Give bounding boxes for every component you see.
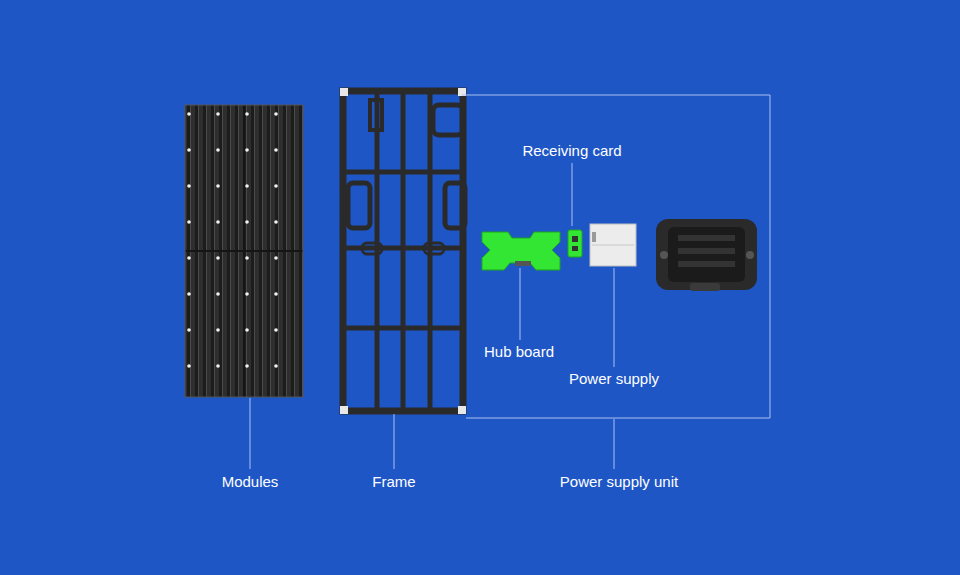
modules-panel — [185, 105, 303, 397]
frame-bar — [401, 95, 406, 407]
module-body — [185, 105, 303, 397]
frame-bar — [375, 95, 380, 407]
receiving-card — [568, 230, 582, 257]
frame-bracket — [370, 100, 382, 130]
psu-connector — [660, 251, 668, 259]
unit-outline — [462, 95, 770, 418]
leader-line — [250, 398, 251, 469]
hub-board — [482, 232, 560, 270]
psu-housing — [656, 219, 757, 290]
psu-ridge — [678, 248, 735, 254]
hub-connector — [515, 261, 531, 266]
psu-seam — [592, 245, 634, 246]
part-label: Modules — [222, 473, 279, 491]
cabinet-frame — [343, 91, 465, 411]
part-label: Power supply — [569, 370, 659, 388]
leader-line — [520, 268, 521, 340]
part-label: Power supply unit — [560, 473, 678, 491]
frame-corners — [340, 88, 466, 414]
part-label: Hub board — [484, 343, 554, 361]
psu-connector — [746, 251, 754, 259]
part-label: Frame — [372, 473, 415, 491]
module-pins — [185, 105, 303, 397]
leader-line — [614, 268, 615, 367]
leader-lines — [250, 163, 614, 469]
frame-corner — [458, 406, 466, 414]
frame-outer — [343, 91, 463, 411]
psu-panel — [668, 227, 745, 282]
power-supply — [590, 224, 636, 266]
frame-handle — [348, 183, 370, 228]
part-label: Receiving card — [522, 142, 621, 160]
frame-handle — [445, 183, 465, 228]
psu-box — [656, 219, 757, 291]
leader-line — [394, 414, 395, 469]
module-edge — [185, 105, 303, 397]
frame-latch — [424, 243, 444, 254]
leader-line — [572, 163, 573, 226]
frame-bar — [347, 170, 459, 175]
frame-corner — [340, 406, 348, 414]
card-chip — [572, 236, 578, 242]
psu-foot — [690, 283, 720, 291]
module-seam — [185, 250, 303, 252]
frame-latch — [362, 243, 382, 254]
frame-bar — [347, 326, 459, 331]
frame-bar — [428, 95, 433, 407]
frame-corner — [340, 88, 348, 96]
frame-bracket — [433, 105, 463, 135]
leader-line — [614, 419, 615, 469]
psu-terminal — [592, 232, 596, 242]
psu-ridge — [678, 261, 735, 267]
card-chip — [572, 246, 578, 251]
psu-ridge — [678, 235, 735, 241]
